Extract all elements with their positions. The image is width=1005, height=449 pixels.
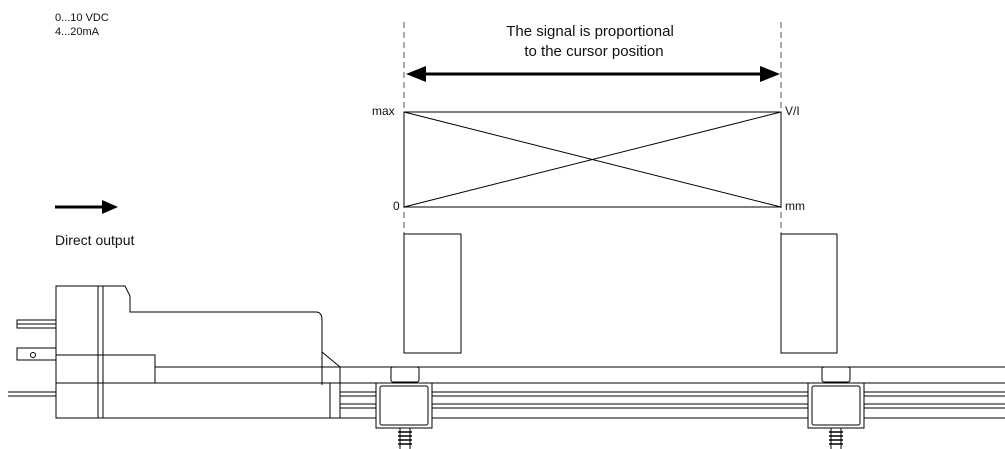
right-screw-icon <box>829 431 843 445</box>
sensor-head <box>55 285 341 419</box>
caption-line-2: to the cursor position <box>524 43 664 60</box>
double-arrow-icon <box>406 66 780 82</box>
left-screw-icon <box>398 431 412 445</box>
right-magnet-block <box>780 233 838 354</box>
label-mm: mm <box>785 199 805 213</box>
left-mounting-clamp <box>375 366 433 449</box>
voltage-spec: 0...10 VDC <box>55 12 109 24</box>
caption-line-1: The signal is proportional <box>506 23 674 40</box>
label-vi: V/I <box>785 104 800 118</box>
label-max: max <box>372 104 395 118</box>
left-magnet-block <box>403 233 462 354</box>
right-mounting-clamp <box>807 366 865 449</box>
signal-range-box <box>403 111 782 208</box>
direct-output-label: Direct output <box>55 232 135 248</box>
current-spec: 4...20mA <box>55 26 100 38</box>
label-zero: 0 <box>393 199 400 213</box>
connector-pins <box>8 319 57 397</box>
direct-output-arrow-icon <box>55 200 118 214</box>
rail-profile <box>339 366 1005 419</box>
